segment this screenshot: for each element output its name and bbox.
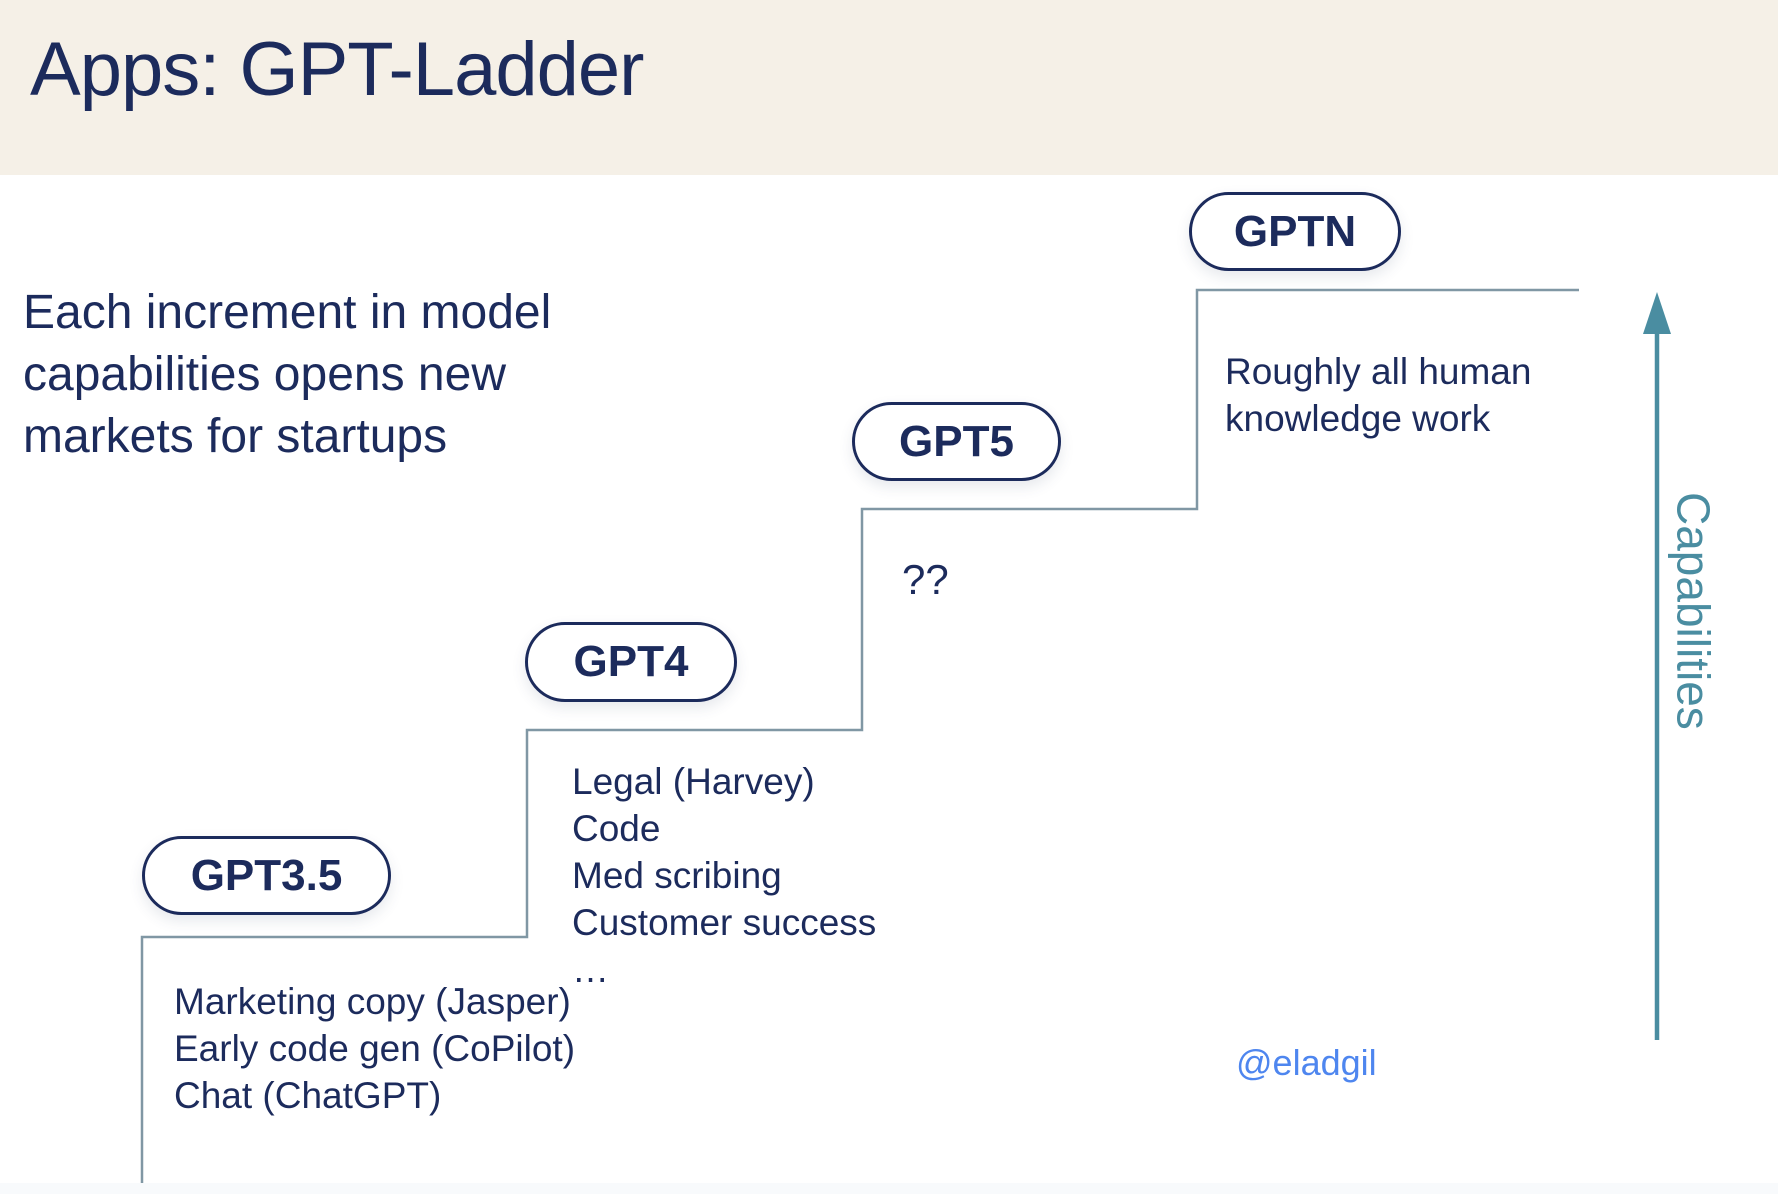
model-pill-label: GPT5 <box>899 416 1014 466</box>
header-band <box>0 0 1778 175</box>
capabilities-axis-label: Capabilities <box>1667 492 1720 730</box>
slide-title: Apps: GPT-Ladder <box>30 27 644 112</box>
model-pill-gpt5: GPT5 <box>852 402 1061 481</box>
model-pill-gptn: GPTN <box>1189 192 1401 271</box>
list-item: Chat (ChatGPT) <box>174 1075 442 1116</box>
footer-strip <box>0 1183 1778 1194</box>
list-item: Marketing copy (Jasper) <box>174 981 571 1022</box>
gpt4-market-list: Legal (Harvey) Code Med scribing Custome… <box>572 758 876 993</box>
list-item-ellipsis: … <box>572 949 609 990</box>
gptn-market-note: Roughly all human knowledge work <box>1225 351 1532 439</box>
attribution-handle: @eladgil <box>1236 1042 1377 1083</box>
gpt3-5-market-list: Marketing copy (Jasper) Early code gen (… <box>174 978 575 1119</box>
list-item: Legal (Harvey) <box>572 761 815 802</box>
list-item: Med scribing <box>572 855 782 896</box>
list-item: Early code gen (CoPilot) <box>174 1028 576 1069</box>
model-pill-label: GPTN <box>1233 206 1357 256</box>
arrow-head <box>1643 292 1671 334</box>
list-item: Code <box>572 808 661 849</box>
intro-paragraph: Each increment in model capabilities ope… <box>23 286 552 463</box>
model-pill-gpt4: GPT4 <box>525 622 737 702</box>
model-pill-label: GPT4 <box>573 637 689 686</box>
gpt5-unknown-note: ?? <box>902 556 949 603</box>
capabilities-arrow-icon <box>1643 292 1671 1040</box>
staircase-line <box>140 288 1579 1183</box>
model-pill-label: GPT3.5 <box>190 850 343 900</box>
model-pill-gpt3-5: GPT3.5 <box>142 836 391 915</box>
list-item: Customer success <box>572 902 877 943</box>
